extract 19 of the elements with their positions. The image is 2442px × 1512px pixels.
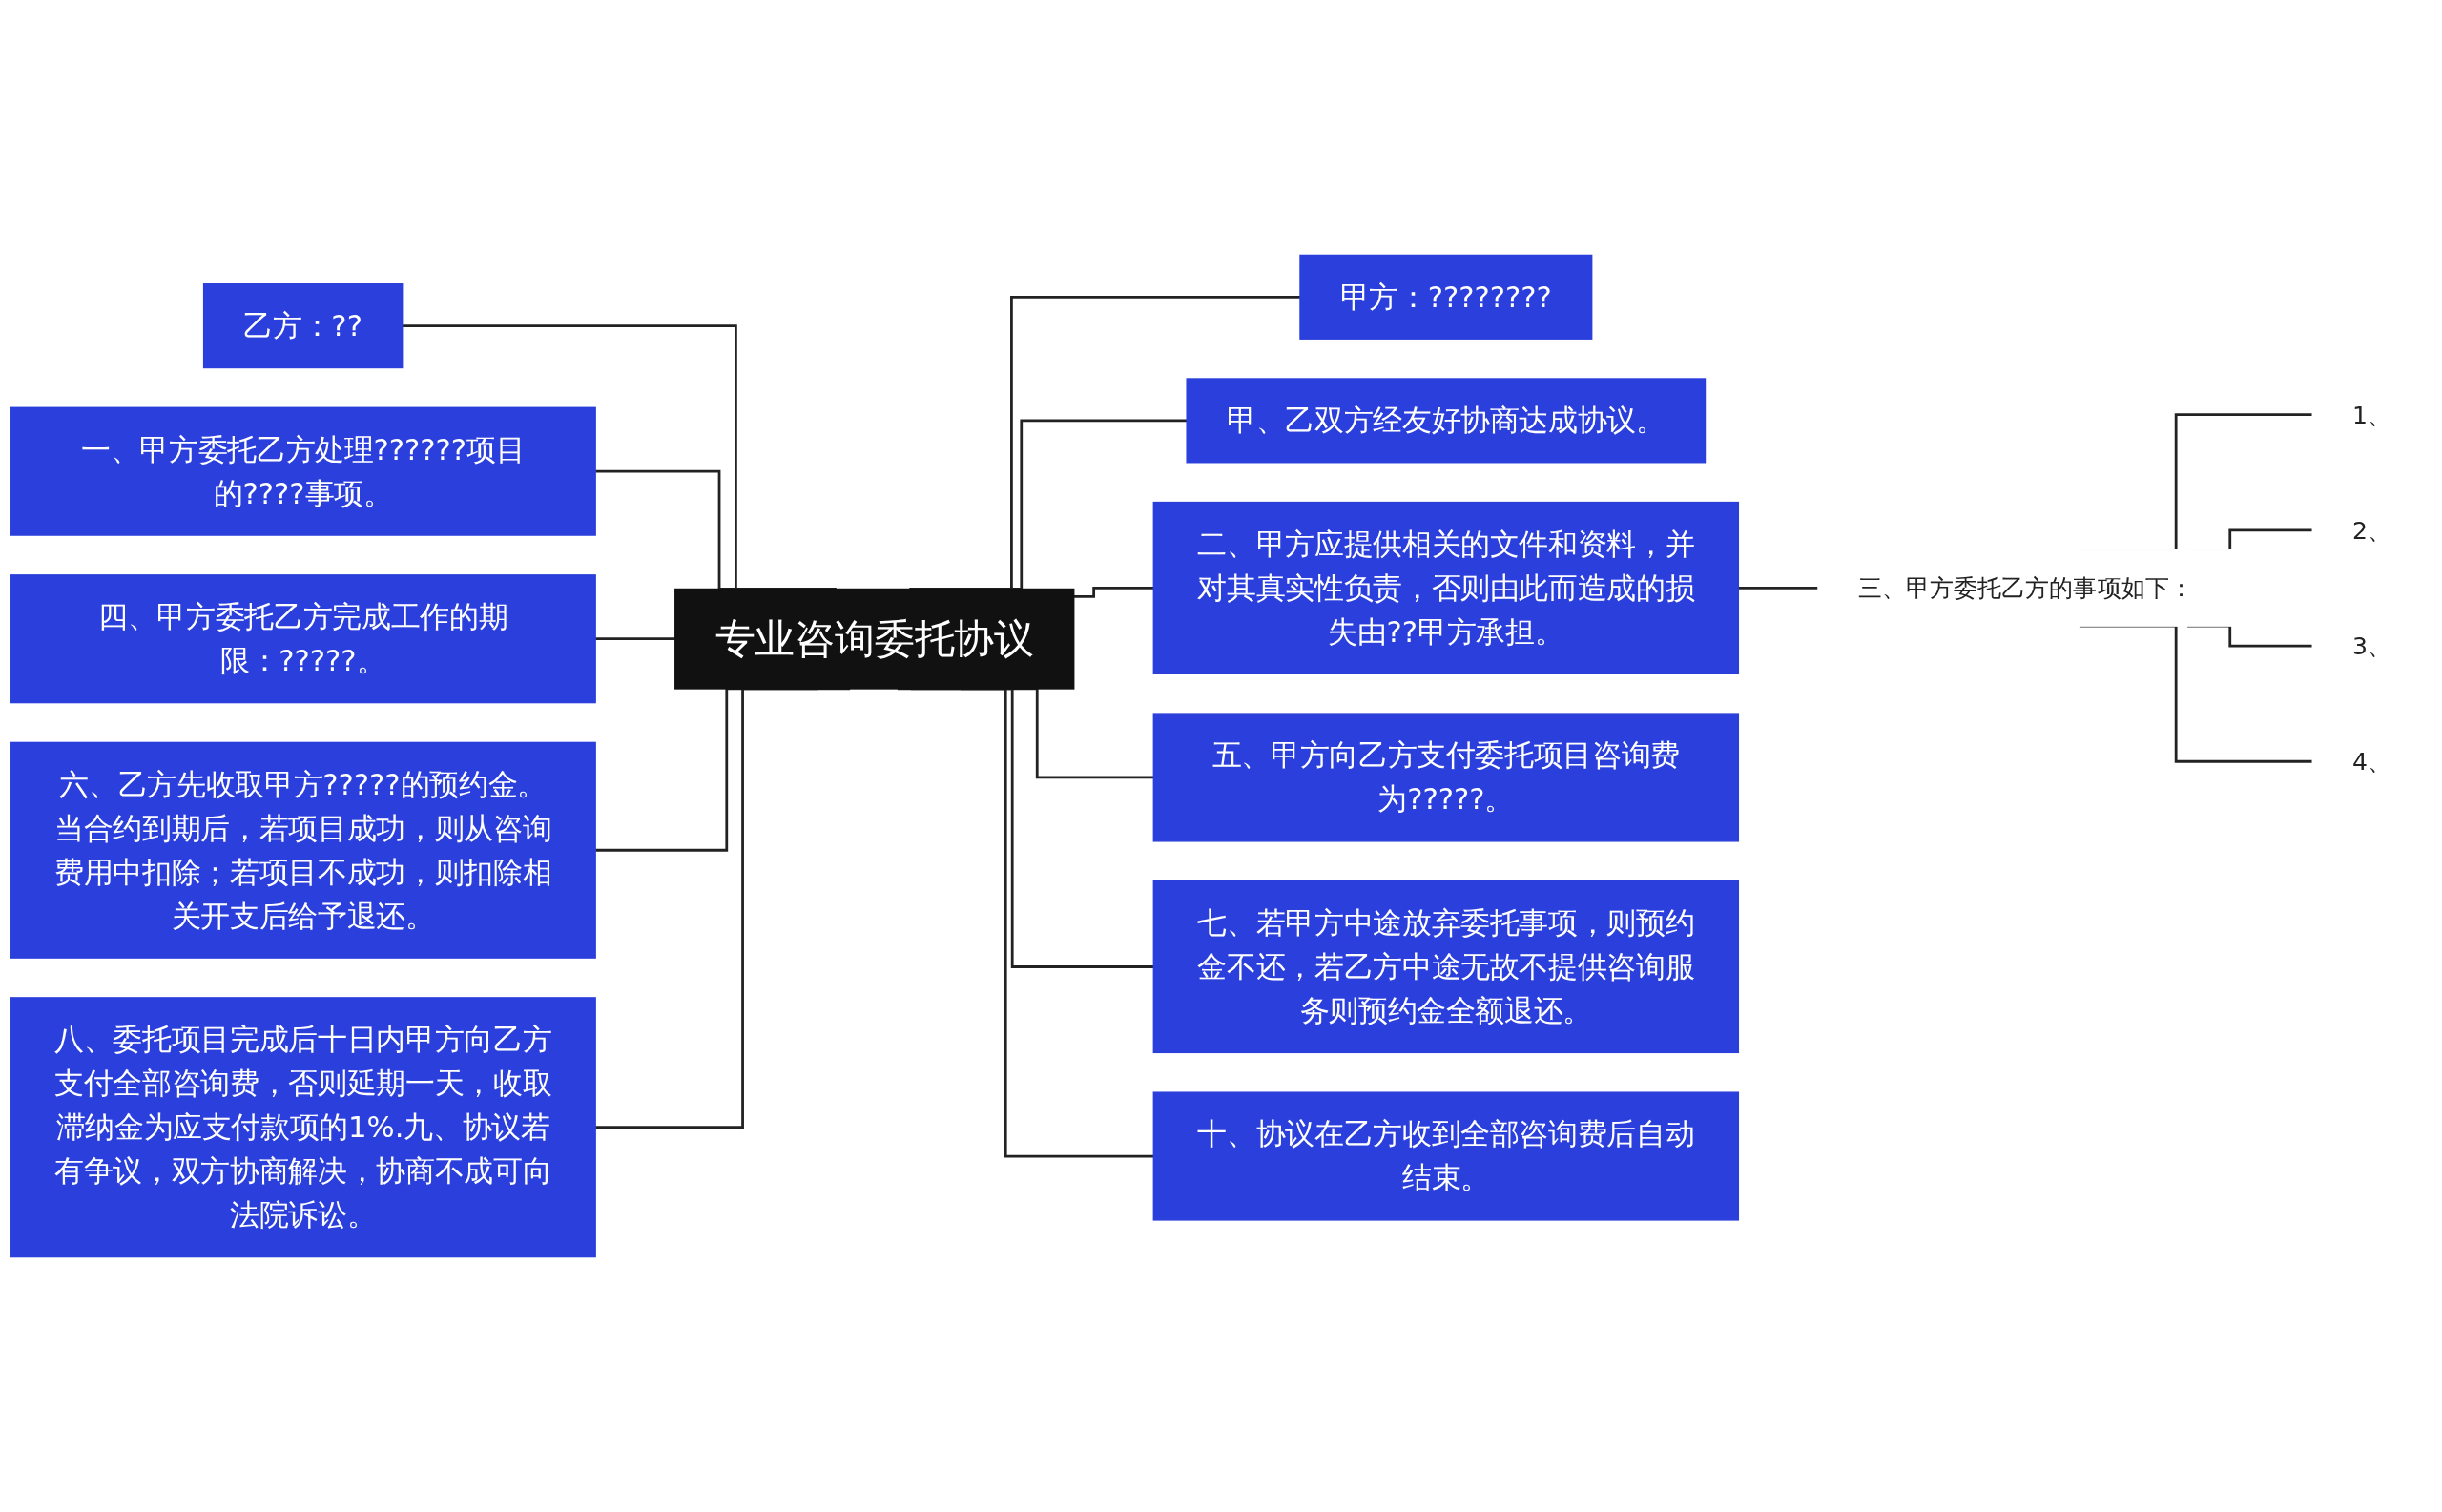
node-text: 4、 [2352, 747, 2392, 776]
node-box: 六、乙方先收取甲方?????的预约金。当合约到期后，若项目成功，则从咨询费用中扣除；若项目不成功，则扣除相关开支后给予退还。 [10, 741, 596, 959]
node-box: 专业咨询委托协议 [674, 588, 1075, 690]
node-box: 二、甲方应提供相关的文件和资料，并对其真实性负责，否则由此而造成的损失由??甲方承担。 [1152, 501, 1740, 674]
connector [595, 637, 675, 641]
connector [1073, 587, 1154, 598]
node-text: 1、 [2352, 400, 2392, 429]
node-box: 乙方：?? [202, 283, 404, 369]
node-box: 一、甲方委托乙方处理??????项目的????事项。 [10, 406, 596, 536]
node-box: 五、甲方向乙方支付委托项目咨询费为?????。 [1152, 713, 1740, 842]
node-box: 八、委托项目完成后十日内甲方向乙方支付全部咨询费，否则延期一天，收取滞纳金为应支付款项的1%.九、协议若有争议，双方协商解决，协商不成可向法院诉讼。 [10, 997, 596, 1258]
node-text: 2、 [2352, 516, 2392, 545]
node-box: 七、若甲方中途放弃委托事项，则预约金不还，若乙方中途无故不提供咨询服务则预约金全额退还。 [1152, 880, 1740, 1054]
node-box: 十、协议在乙方收到全部咨询费后自动结束。 [1152, 1091, 1740, 1221]
node-text: 3、 [2352, 632, 2392, 660]
connector [1738, 587, 1818, 590]
node-box: 甲方：???????? [1299, 254, 1593, 340]
node-box: 四、甲方委托乙方完成工作的期限：?????。 [10, 574, 596, 704]
node-box: 甲、乙双方经友好协商达成协议。 [1186, 378, 1707, 464]
